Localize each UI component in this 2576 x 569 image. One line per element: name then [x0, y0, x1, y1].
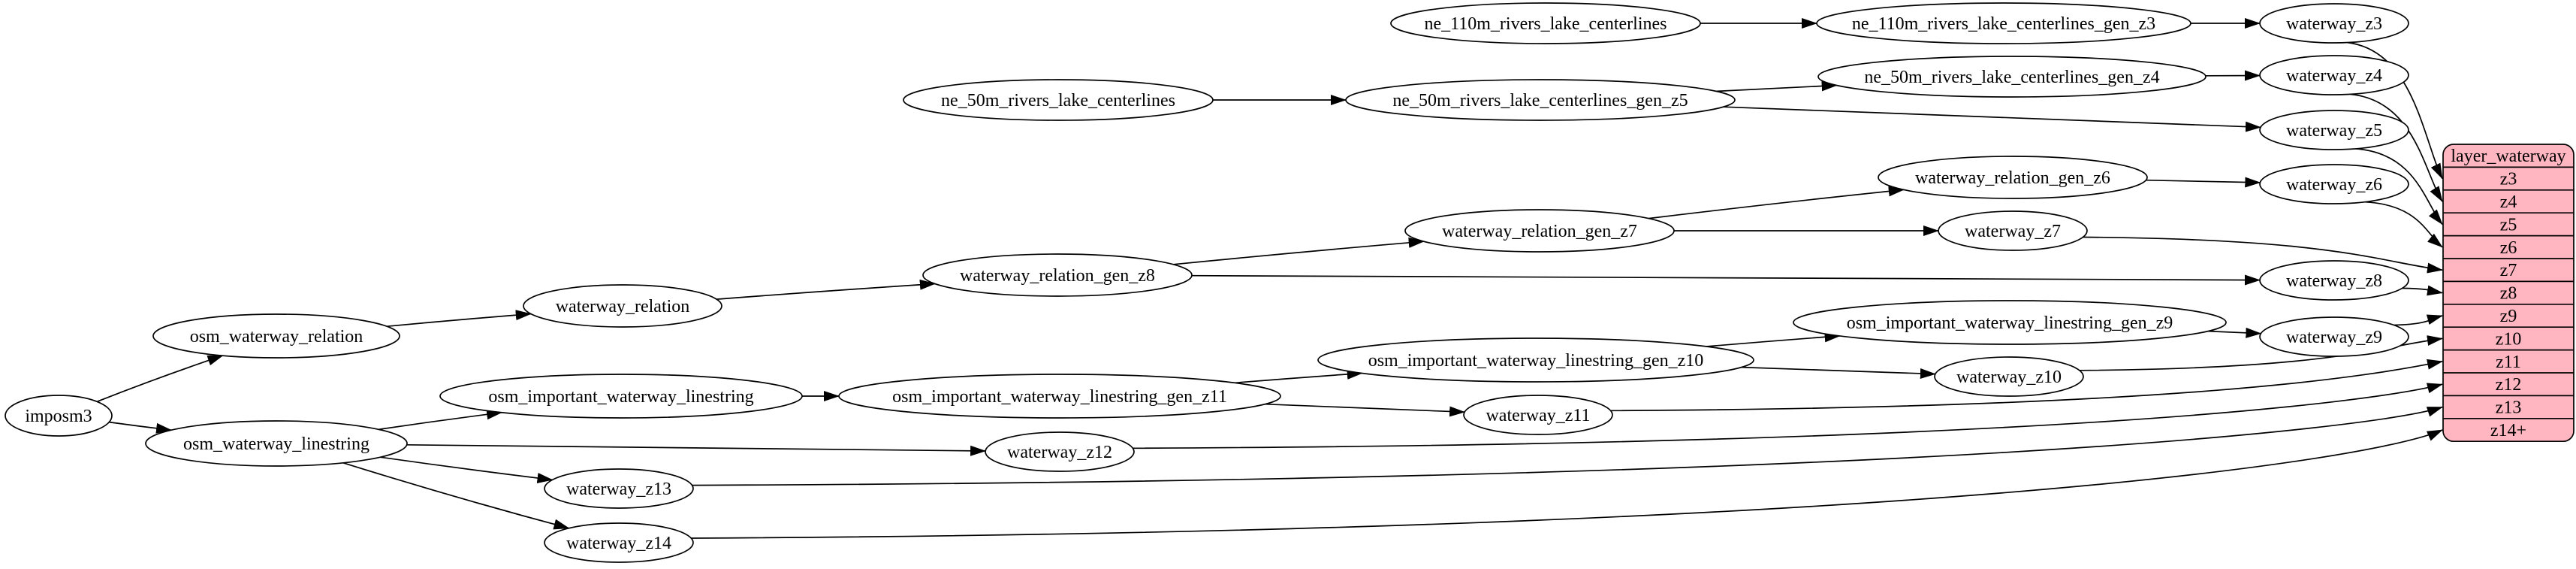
node-osm_waterway_relation: osm_waterway_relation: [153, 314, 400, 358]
edge-ne_50m_rivers_lake_centerlines_gen_z5-to-waterway_z5: [1724, 107, 2261, 127]
table-row-z9: z9: [2500, 307, 2517, 326]
node-imposm3: imposm3: [5, 395, 112, 436]
table-row-z14+: z14+: [2490, 421, 2526, 440]
edge-osm_important_waterway_linestring_gen_z9-to-waterway_z9: [2208, 331, 2261, 334]
node-label-waterway_relation: waterway_relation: [556, 297, 690, 316]
node-waterway_z3: waterway_z3: [2260, 4, 2409, 43]
node-label-osm_waterway_linestring: osm_waterway_linestring: [183, 434, 370, 454]
table-row-z13: z13: [2496, 398, 2522, 418]
node-label-waterway_relation_gen_z7: waterway_relation_gen_z7: [1442, 222, 1637, 241]
edge-imposm3-to-osm_waterway_relation: [97, 356, 222, 401]
edge-waterway_relation_gen_z7-to-waterway_relation_gen_z6: [1648, 189, 1904, 218]
table-row-z5: z5: [2500, 215, 2517, 235]
edge-osm_waterway_linestring-to-waterway_z14: [343, 463, 569, 528]
edge-osm_important_waterway_linestring_gen_z11-to-osm_important_waterway_linestring_gen_z10: [1235, 374, 1362, 383]
node-label-ne_50m_rivers_lake_centerlines: ne_50m_rivers_lake_centerlines: [941, 91, 1175, 110]
node-label-waterway_z4: waterway_z4: [2286, 66, 2382, 86]
node-ne_50m_rivers_lake_centerlines_gen_z5: ne_50m_rivers_lake_centerlines_gen_z5: [1346, 80, 1735, 120]
node-label-waterway_z12: waterway_z12: [1007, 443, 1112, 462]
node-label-osm_important_waterway_linestring: osm_important_waterway_linestring: [488, 387, 753, 407]
edge-waterway_z8-to-layer_waterway-z8: [2403, 289, 2442, 293]
node-label-waterway_z13: waterway_z13: [566, 480, 671, 499]
edge-osm_waterway_linestring-to-waterway_z12: [407, 445, 985, 451]
table-layer_waterway: layer_waterway z3 z4 z5 z6 z7 z8 z9 z10 z11 z12 z13…: [2443, 144, 2574, 441]
table-row-z3: z3: [2500, 170, 2517, 189]
node-label-waterway_z3: waterway_z3: [2286, 14, 2382, 34]
node-waterway_z14: waterway_z14: [544, 523, 693, 562]
node-label-osm_waterway_relation: osm_waterway_relation: [190, 327, 363, 347]
node-osm_important_waterway_linestring_gen_z9: osm_important_waterway_linestring_gen_z9: [1793, 301, 2226, 344]
nodes-layer: imposm3 osm_waterway_relation osm_waterway…: [5, 3, 2409, 562]
edge-osm_important_waterway_linestring_gen_z10-to-waterway_z10: [1742, 368, 1935, 374]
node-osm_waterway_linestring: osm_waterway_linestring: [146, 421, 407, 466]
edge-waterway_z12-to-layer_waterway-z12: [1133, 384, 2442, 448]
edge-osm_important_waterway_linestring_gen_z10-to-osm_important_waterway_linestring_gen_z9: [1706, 336, 1839, 347]
node-ne_110m_rivers_lake_centerlines_gen_z3: ne_110m_rivers_lake_centerlines_gen_z3: [1817, 3, 2191, 44]
node-label-ne_50m_rivers_lake_centerlines_gen_z4: ne_50m_rivers_lake_centerlines_gen_z4: [1864, 68, 2159, 87]
node-waterway_z13: waterway_z13: [544, 469, 693, 508]
node-label-ne_110m_rivers_lake_centerlines_gen_z3: ne_110m_rivers_lake_centerlines_gen_z3: [1852, 14, 2155, 34]
node-label-waterway_z10: waterway_z10: [1956, 368, 2062, 387]
node-waterway_z12: waterway_z12: [985, 432, 1134, 471]
table-row-z11: z11: [2496, 353, 2521, 372]
edge-waterway_relation_gen_z8-to-waterway_relation_gen_z7: [1173, 241, 1423, 265]
node-label-ne_50m_rivers_lake_centerlines_gen_z5: ne_50m_rivers_lake_centerlines_gen_z5: [1392, 91, 1688, 110]
node-osm_important_waterway_linestring: osm_important_waterway_linestring: [440, 374, 802, 418]
node-label-waterway_z8: waterway_z8: [2286, 271, 2382, 291]
node-waterway_z7: waterway_z7: [1938, 211, 2087, 250]
node-ne_50m_rivers_lake_centerlines: ne_50m_rivers_lake_centerlines: [903, 80, 1213, 120]
node-waterway_z5: waterway_z5: [2260, 110, 2409, 150]
node-waterway_z11: waterway_z11: [1464, 395, 1612, 434]
node-label-waterway_z5: waterway_z5: [2286, 121, 2382, 141]
node-label-waterway_z7: waterway_z7: [1965, 222, 2061, 241]
edge-osm_waterway_linestring-to-waterway_z13: [380, 457, 552, 480]
node-label-osm_important_waterway_linestring_gen_z11: osm_important_waterway_linestring_gen_z1…: [892, 387, 1227, 407]
node-waterway_relation_gen_z8: waterway_relation_gen_z8: [923, 254, 1192, 296]
node-waterway_relation: waterway_relation: [523, 285, 722, 327]
node-osm_important_waterway_linestring_gen_z10: osm_important_waterway_linestring_gen_z1…: [1318, 338, 1754, 382]
edge-imposm3-to-osm_waterway_linestring: [109, 422, 171, 431]
node-label-waterway_z6: waterway_z6: [2286, 175, 2382, 195]
node-label-ne_110m_rivers_lake_centerlines: ne_110m_rivers_lake_centerlines: [1425, 14, 1667, 34]
node-waterway_z6: waterway_z6: [2260, 165, 2409, 204]
node-ne_110m_rivers_lake_centerlines: ne_110m_rivers_lake_centerlines: [1391, 3, 1700, 44]
node-waterway_z10: waterway_z10: [1935, 357, 2083, 396]
node-label-waterway_relation_gen_z8: waterway_relation_gen_z8: [960, 266, 1155, 286]
node-label-osm_important_waterway_linestring_gen_z10: osm_important_waterway_linestring_gen_z1…: [1368, 351, 1704, 371]
node-waterway_relation_gen_z7: waterway_relation_gen_z7: [1405, 210, 1674, 252]
edge-waterway_z7-to-layer_waterway-z7: [2083, 238, 2443, 271]
edge-osm_important_waterway_linestring_gen_z11-to-waterway_z11: [1265, 404, 1464, 413]
node-waterway_z9: waterway_z9: [2260, 317, 2409, 356]
node-waterway_z8: waterway_z8: [2260, 261, 2409, 300]
node-label-waterway_relation_gen_z6: waterway_relation_gen_z6: [1915, 168, 2110, 188]
node-label-waterway_z11: waterway_z11: [1486, 406, 1590, 425]
edge-waterway_z6-to-layer_waterway-z6: [2365, 202, 2442, 247]
node-label-osm_important_waterway_linestring_gen_z9: osm_important_waterway_linestring_gen_z9: [1847, 313, 2173, 333]
node-osm_important_waterway_linestring_gen_z11: osm_important_waterway_linestring_gen_z1…: [839, 374, 1280, 418]
edges-layer: [97, 23, 2442, 538]
node-label-waterway_z9: waterway_z9: [2286, 328, 2382, 347]
edge-waterway_relation_gen_z8-to-waterway_z8: [1192, 276, 2260, 280]
table-row-z4: z4: [2500, 192, 2517, 212]
table-row-z10: z10: [2496, 329, 2522, 349]
table-row-z12: z12: [2496, 375, 2522, 395]
table-title: layer_waterway: [2451, 147, 2565, 166]
node-waterway_relation_gen_z6: waterway_relation_gen_z6: [1878, 156, 2147, 198]
node-waterway_z4: waterway_z4: [2260, 56, 2409, 95]
table-row-z8: z8: [2500, 284, 2517, 304]
edge-waterway_z9-to-layer_waterway-z9: [2394, 316, 2442, 325]
edge-ne_50m_rivers_lake_centerlines_gen_z5-to-ne_50m_rivers_lake_centerlines_gen_z4: [1716, 86, 1837, 92]
node-ne_50m_rivers_lake_centerlines_gen_z4: ne_50m_rivers_lake_centerlines_gen_z4: [1818, 56, 2206, 97]
edge-waterway_relation_gen_z6-to-waterway_z6: [2146, 180, 2260, 183]
edge-osm_waterway_relation-to-waterway_relation: [387, 314, 531, 327]
table-row-z6: z6: [2500, 238, 2517, 258]
node-label-imposm3: imposm3: [25, 407, 92, 426]
edge-osm_waterway_linestring-to-osm_important_waterway_linestring: [379, 413, 502, 430]
node-label-waterway_z14: waterway_z14: [566, 534, 671, 553]
edge-waterway_relation-to-waterway_relation_gen_z8: [716, 284, 935, 300]
table-row-z7: z7: [2500, 261, 2517, 280]
